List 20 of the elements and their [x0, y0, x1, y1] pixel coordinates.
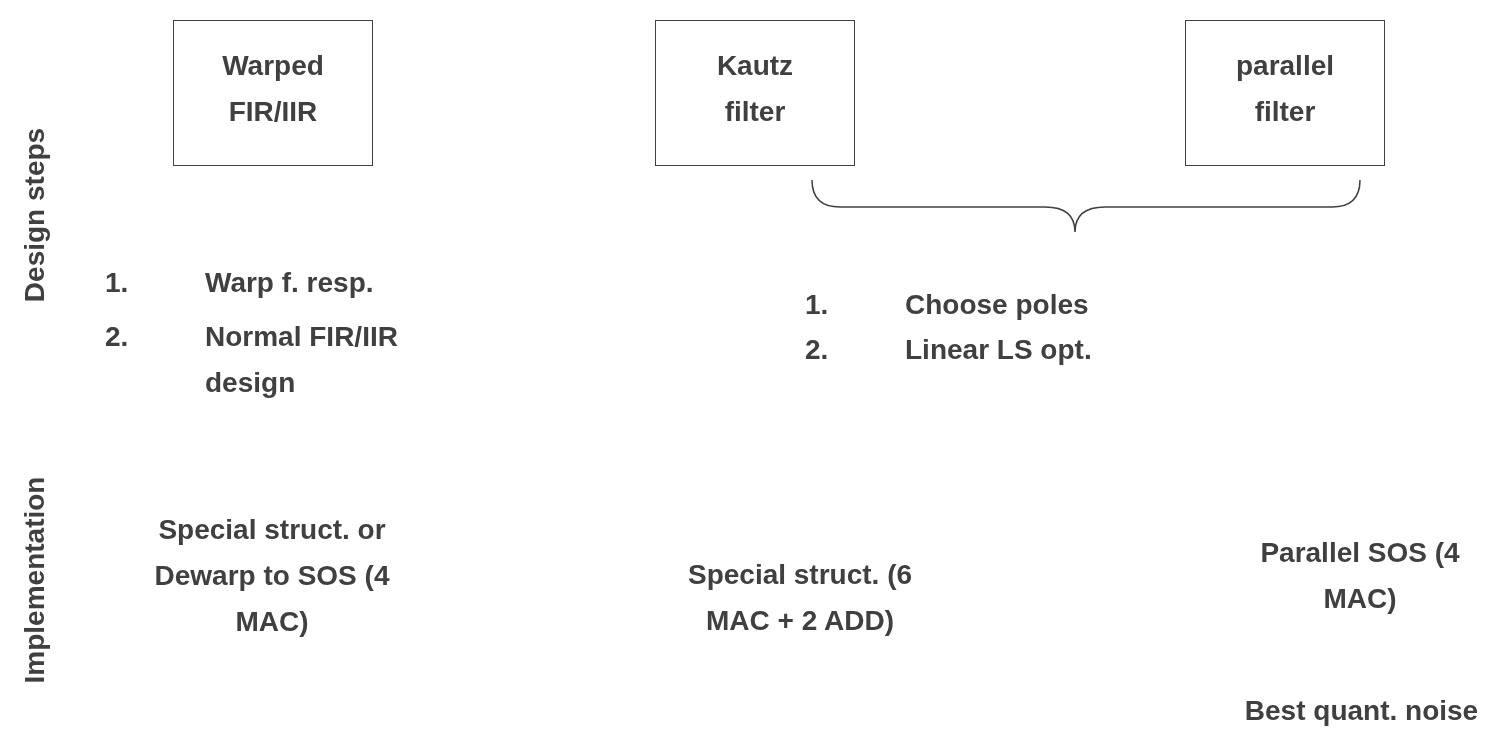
- list-item: Normal FIR/IIR design: [205, 320, 399, 400]
- implementation-note: Special struct. or Dewarp to SOS (4 MAC): [153, 513, 391, 639]
- implementation-note: Special struct. (6 MAC + 2 ADD): [686, 558, 914, 638]
- list-number: 1.: [805, 288, 830, 322]
- list-number: 2.: [105, 320, 130, 354]
- list-item: Warp f. resp.: [205, 266, 375, 300]
- list-item: Linear LS opt.: [905, 333, 1093, 367]
- implementation-note: Parallel SOS (4 MAC): [1260, 536, 1460, 616]
- box-label: parallel filter: [1234, 49, 1336, 129]
- filter-box: [1185, 20, 1385, 166]
- list-number: 1.: [105, 266, 130, 300]
- list-number: 2.: [805, 333, 830, 367]
- row-heading: Design steps: [18, 127, 52, 303]
- box-label: Kautz filter: [715, 49, 795, 129]
- row-heading: Implementation: [17, 476, 51, 684]
- filter-box: [655, 20, 855, 166]
- filter-box: [173, 20, 373, 166]
- box-label: Warped FIR/IIR: [221, 49, 325, 129]
- implementation-note: Best quant. noise: [1243, 694, 1480, 728]
- list-item: Choose poles: [905, 288, 1090, 322]
